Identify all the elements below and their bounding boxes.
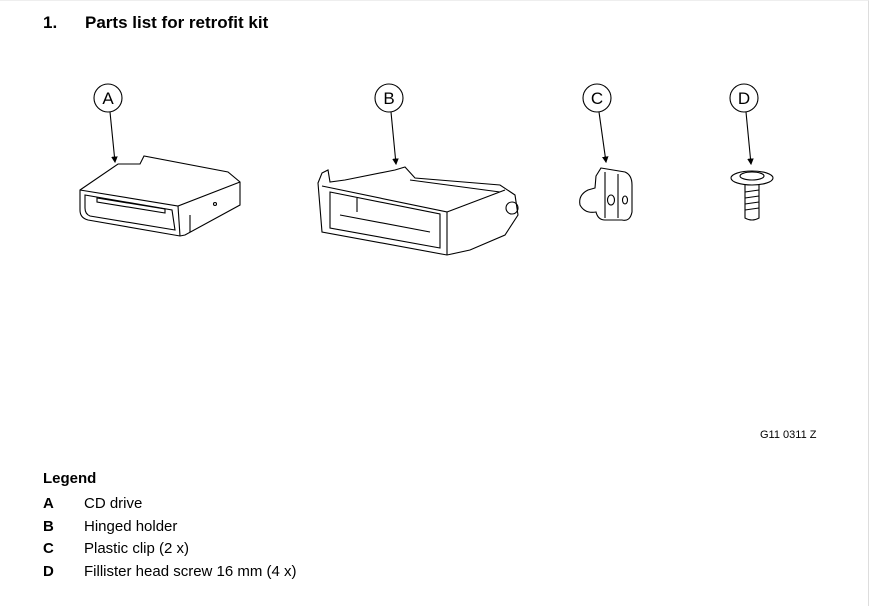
section-number: 1. [43, 13, 58, 32]
svg-text:D: D [738, 89, 750, 108]
svg-text:A: A [102, 89, 114, 108]
plastic-clip-drawing [579, 167, 633, 221]
legend-key: A [43, 495, 54, 512]
section-heading: Parts list for retrofit kit [85, 13, 269, 32]
legend-key: C [43, 540, 54, 557]
svg-text:C: C [591, 89, 603, 108]
callout-c: C [582, 83, 612, 164]
legend-heading: Legend [43, 470, 97, 487]
callout-d: D [729, 83, 759, 166]
legend-key: D [43, 563, 54, 580]
legend-label: Plastic clip (2 x) [84, 540, 190, 557]
figure-code: G11 0311 Z [760, 429, 817, 441]
legend-key: B [43, 518, 54, 535]
legend-label: Fillister head screw 16 mm (4 x) [84, 563, 297, 580]
svg-text:B: B [383, 89, 394, 108]
cd-drive-drawing [79, 155, 241, 237]
callout-a: A [93, 83, 123, 164]
screw-drawing [730, 170, 774, 221]
hinged-holder-drawing [317, 166, 519, 256]
callout-b: B [374, 83, 404, 166]
legend-label: CD drive [84, 495, 143, 512]
legend-label: Hinged holder [84, 518, 178, 535]
